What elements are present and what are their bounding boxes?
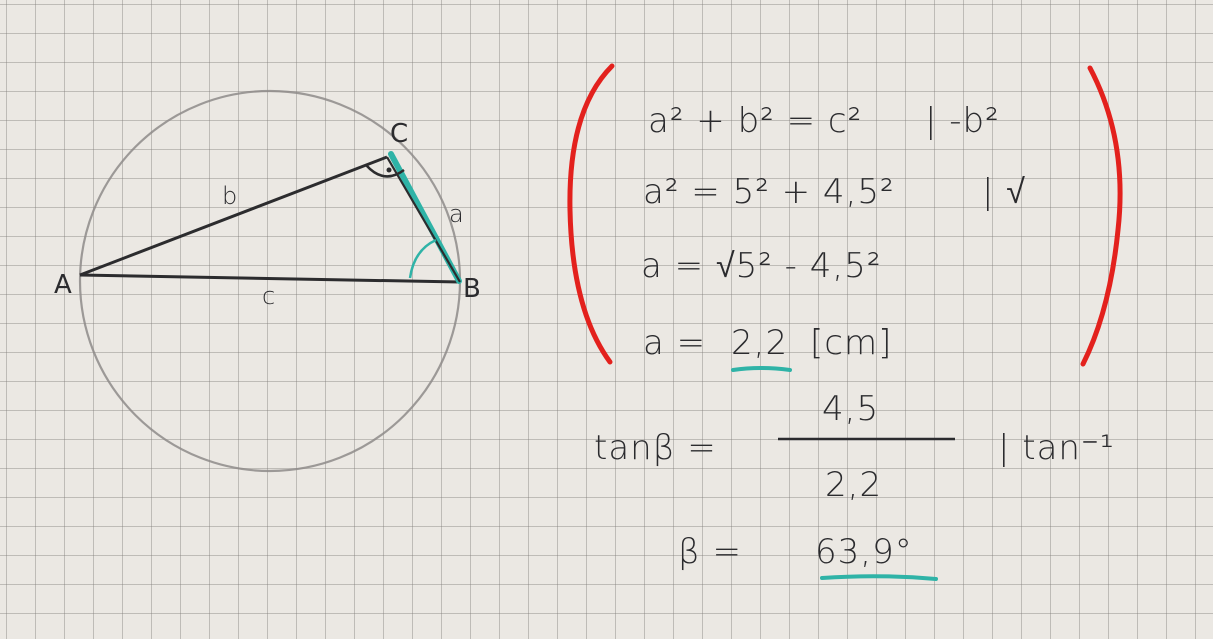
- operation-square-root: | √: [982, 172, 1026, 212]
- right-red-bracket: [1080, 65, 1123, 367]
- vertex-a-label: A: [54, 270, 72, 300]
- side-a-label: a: [449, 200, 464, 228]
- side-b-line: [79, 155, 388, 277]
- right-angle-arc: [365, 164, 405, 178]
- result-a-underline: [731, 366, 792, 372]
- result-beta-underline: [820, 574, 938, 581]
- right-angle-dot: [386, 167, 392, 173]
- fraction-numerator: 4,5: [822, 389, 879, 429]
- vertex-c-label: C: [390, 119, 408, 149]
- equation-root: a = √5² - 4,5²: [641, 246, 881, 286]
- beta-angle-arc: [408, 238, 437, 279]
- operation-inverse-tan: | tan⁻¹: [998, 428, 1115, 468]
- side-b-label: b: [222, 182, 237, 210]
- equation-work: a² + b² = c² | -b² a² = 5² + 4,5² | √ a …: [594, 101, 1115, 581]
- equation-result-prefix: a =: [643, 323, 706, 363]
- beta-prefix: β =: [678, 532, 742, 572]
- result-side-a: 2,2: [731, 323, 788, 363]
- operation-minus-b-squared: | -b²: [925, 101, 1000, 141]
- triangle-sketch: A B C a b c: [54, 89, 481, 473]
- result-unit: [cm]: [810, 323, 892, 363]
- left-red-bracket: [567, 63, 615, 365]
- equation-pythagoras: a² + b² = c²: [648, 101, 862, 141]
- fraction-denominator: 2,2: [825, 465, 882, 505]
- result-beta: 63,9°: [815, 532, 913, 572]
- equation-substituted: a² = 5² + 4,5²: [643, 172, 895, 212]
- side-c-label: c: [262, 282, 275, 310]
- vertex-b-label: B: [463, 274, 481, 304]
- side-a-line: [386, 156, 461, 283]
- tan-beta-prefix: tanβ =: [594, 428, 717, 468]
- side-c-line: [79, 273, 461, 284]
